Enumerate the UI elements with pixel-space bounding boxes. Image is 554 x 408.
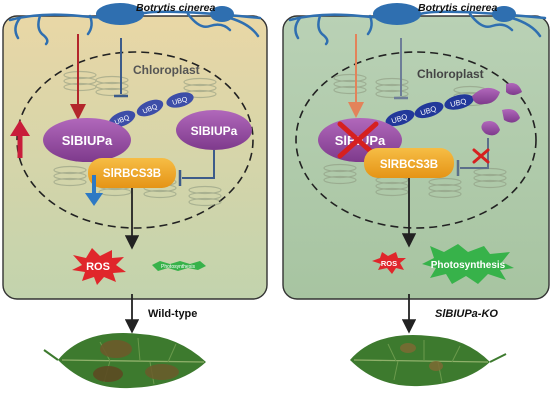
right-leaf-image bbox=[350, 335, 507, 387]
left-cell bbox=[2, 15, 268, 300]
right-fragment-inhibit-line bbox=[460, 138, 489, 169]
left-leaf-lesion-1 bbox=[100, 340, 132, 358]
left-genotype-label: Wild-type bbox=[148, 308, 197, 320]
left-ros-burst bbox=[72, 248, 126, 285]
right-photosynthesis-burst bbox=[422, 244, 514, 284]
left-protein-main bbox=[43, 118, 131, 162]
left-leaf-lesion-2 bbox=[93, 366, 123, 382]
right-fungus-hyphae bbox=[288, 10, 547, 46]
left-chloroplast bbox=[16, 51, 254, 229]
right-ubq-2 bbox=[414, 101, 444, 119]
right-block-cross bbox=[472, 148, 490, 164]
left-chloroplast-label: Chloroplast bbox=[133, 63, 200, 77]
left-protein-free bbox=[176, 110, 252, 150]
right-fungus-spore bbox=[373, 3, 421, 25]
right-panel: Botrytis cinerea Chloroplast UBQ UBQ UBQ… bbox=[282, 2, 550, 387]
right-ros-label: ROS bbox=[381, 259, 397, 268]
right-fungus-spore-2 bbox=[492, 6, 516, 22]
left-ubq-label-3: UBQ bbox=[172, 96, 189, 107]
left-target-label: SlRBCS3B bbox=[103, 168, 161, 180]
left-protein-main-label: SlBIUPa bbox=[62, 133, 113, 148]
right-pathogen-label: Botrytis cinerea bbox=[418, 2, 498, 14]
right-leaf-lesion-2 bbox=[429, 361, 443, 371]
left-down-arrow-head bbox=[85, 193, 103, 206]
left-leaf-image bbox=[43, 333, 206, 389]
left-photosynthesis-burst bbox=[152, 261, 206, 271]
left-fungus-spore bbox=[96, 3, 144, 25]
right-leaf-lesion-1 bbox=[400, 343, 416, 353]
right-chloroplast bbox=[295, 51, 537, 229]
right-photosynthesis-label: Photosynthesis bbox=[431, 260, 506, 271]
left-fungus-spore-2 bbox=[210, 6, 234, 22]
left-ros-label: ROS bbox=[86, 261, 110, 273]
right-ubq-chain: UBQ UBQ UBQ bbox=[385, 94, 474, 127]
left-target bbox=[88, 158, 176, 188]
left-protein-free-label: SlBIUPa bbox=[191, 124, 238, 138]
left-ubq-chain: UBQ UBQ UBQ bbox=[108, 92, 194, 128]
left-ubq-1 bbox=[108, 110, 136, 128]
left-panel: Botrytis cinerea Chloroplast UBQ UBQ UBQ bbox=[2, 2, 268, 389]
left-up-arrow-head bbox=[10, 120, 30, 136]
right-chloroplast-label: Chloroplast bbox=[417, 67, 484, 81]
left-leaf-lesion-3 bbox=[145, 364, 179, 380]
left-free-inhibit-line bbox=[182, 150, 215, 179]
right-ubq-3 bbox=[444, 94, 474, 110]
left-ubq-2 bbox=[136, 99, 164, 117]
left-ubq-3 bbox=[166, 92, 194, 108]
right-target-label: SlRBCS3B bbox=[380, 159, 438, 171]
right-ubq-label-3: UBQ bbox=[449, 96, 467, 109]
left-pathogen-label: Botrytis cinerea bbox=[136, 2, 216, 14]
right-target bbox=[364, 148, 454, 178]
right-protein-fragments bbox=[472, 83, 522, 136]
left-photosynthesis-label: Photosynthesis bbox=[161, 264, 195, 270]
right-ros-burst bbox=[372, 252, 406, 274]
right-genotype-label: SlBIUPa-KO bbox=[435, 308, 498, 320]
right-ubq-1 bbox=[385, 109, 415, 127]
